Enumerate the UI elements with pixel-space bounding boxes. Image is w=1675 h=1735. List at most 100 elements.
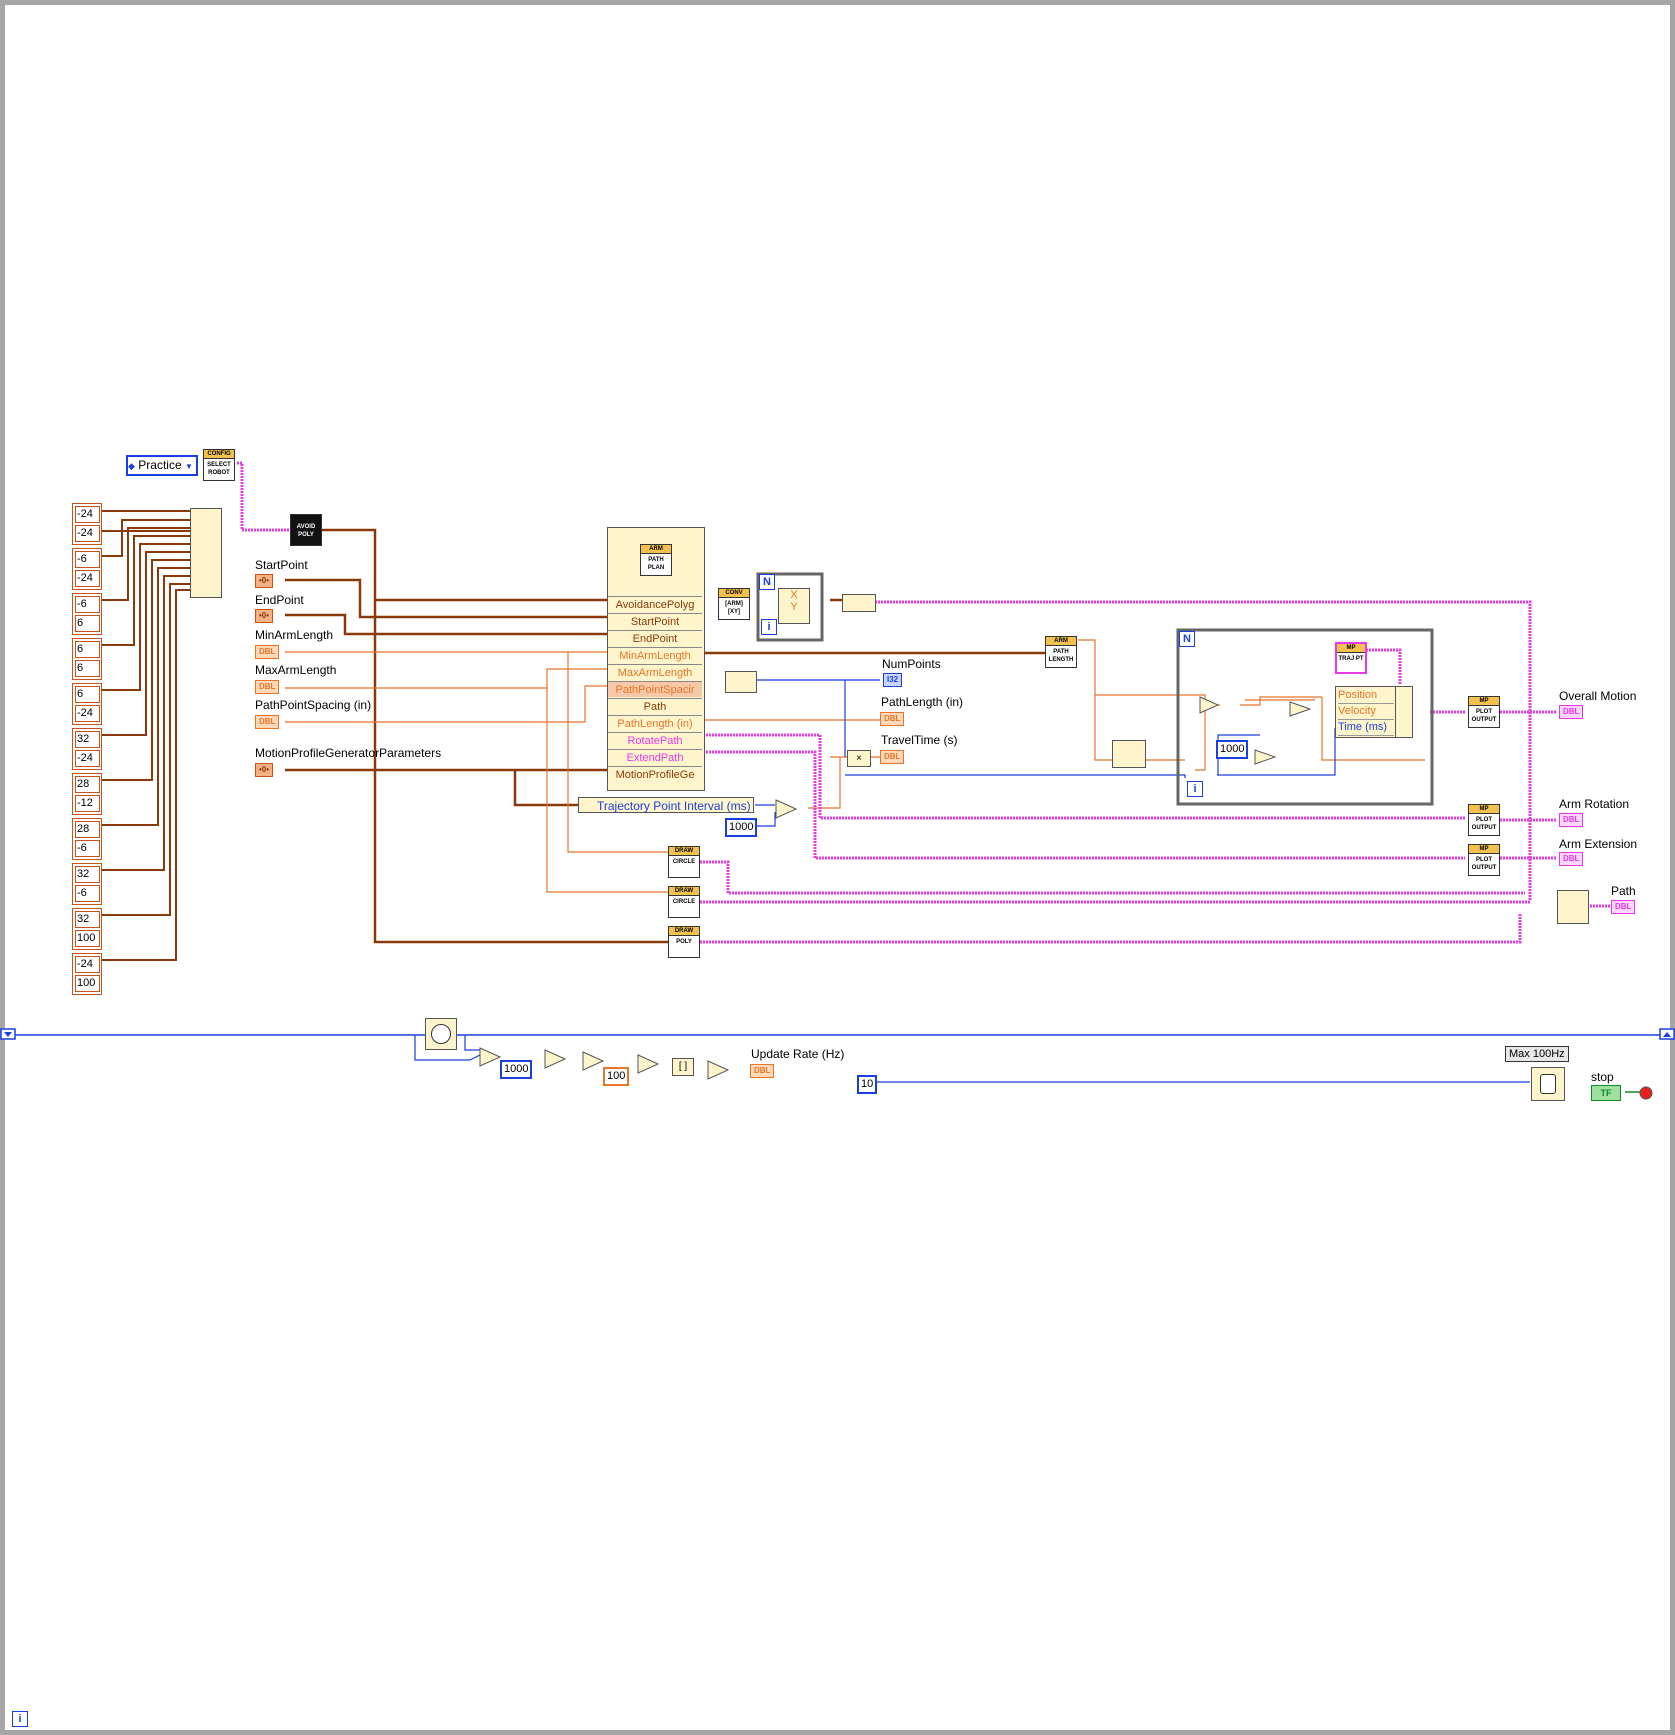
motion-profile-params-control[interactable]: •0•: [255, 763, 274, 777]
array-element[interactable]: -6: [75, 840, 100, 857]
array-size-node[interactable]: [725, 671, 757, 693]
wait-ms-node[interactable]: [1531, 1067, 1565, 1101]
build-cluster-node[interactable]: [842, 594, 876, 612]
traj-output-terminal[interactable]: Velocity: [1338, 703, 1394, 720]
path-plan-terminal[interactable]: PathLength (in): [608, 715, 702, 731]
path-point-spacing-control[interactable]: DBL: [255, 715, 280, 729]
conv-vi-body: [ARM] [XY]: [725, 601, 743, 615]
array-constant[interactable]: -24-24: [72, 503, 102, 545]
const-1000-loop[interactable]: 1000: [1216, 740, 1249, 759]
path-plan-terminal[interactable]: RotatePath: [608, 732, 702, 748]
plot-output-vi-rotation[interactable]: MP PLOT OUTPUT: [1468, 804, 1500, 836]
end-point-control[interactable]: •0•: [255, 609, 274, 623]
robot-select-ring[interactable]: ◆ Practice ▼: [126, 455, 198, 476]
array-element[interactable]: -24: [75, 506, 100, 523]
conv-arm-xy-vi[interactable]: CONV [ARM] [XY]: [718, 588, 750, 620]
array-element[interactable]: 32: [75, 866, 100, 883]
chevron-down-icon[interactable]: ▼: [184, 462, 193, 471]
array-constant[interactable]: 32-24: [72, 728, 102, 770]
path-plan-terminal[interactable]: EndPoint: [608, 630, 702, 646]
path-build-array-node[interactable]: [1557, 890, 1589, 924]
array-element[interactable]: 6: [75, 615, 100, 632]
stop-control[interactable]: TF: [1591, 1085, 1621, 1101]
plot-output-vi-overall[interactable]: MP PLOT OUTPUT: [1468, 696, 1500, 728]
array-element[interactable]: 100: [75, 975, 100, 992]
traj-output-terminal[interactable]: Time (ms): [1338, 719, 1394, 736]
path-plan-terminal[interactable]: Path: [608, 698, 702, 714]
array-element[interactable]: -24: [75, 705, 100, 722]
array-element[interactable]: 100: [75, 930, 100, 947]
array-element[interactable]: -24: [75, 570, 100, 587]
draw-poly-vi[interactable]: DRAW POLY: [668, 926, 700, 958]
path-plan-terminal[interactable]: MaxArmLength: [608, 664, 702, 680]
tick-count-node[interactable]: [425, 1018, 457, 1050]
const-100[interactable]: 100: [603, 1067, 630, 1086]
traj-bundle-node[interactable]: [1395, 686, 1413, 738]
plot-output-body: PLOT OUTPUT: [1471, 817, 1497, 831]
array-element[interactable]: 32: [75, 911, 100, 928]
array-element[interactable]: 28: [75, 776, 100, 793]
array-element[interactable]: 28: [75, 821, 100, 838]
motion-profile-params-label: MotionProfileGeneratorParameters: [255, 746, 442, 760]
ring-increment-icon[interactable]: ◆: [128, 461, 135, 471]
path-plan-terminal[interactable]: StartPoint: [608, 613, 702, 629]
array-constant[interactable]: 28-6: [72, 818, 102, 860]
traj-pt-vi[interactable]: MP TRAJ PT: [1335, 642, 1367, 674]
trajectory-interval-unbundle[interactable]: Trajectory Point Interval (ms): [578, 797, 754, 813]
for-loop-small[interactable]: [756, 572, 824, 642]
array-element[interactable]: 6: [75, 686, 100, 703]
array-element[interactable]: -6: [75, 596, 100, 613]
array-element[interactable]: 6: [75, 660, 100, 677]
array-element[interactable]: -24: [75, 956, 100, 973]
array-constant[interactable]: 28-12: [72, 773, 102, 815]
avoid-poly-label: AVOID POLY: [296, 524, 316, 538]
array-element[interactable]: -24: [75, 750, 100, 767]
draw-circle-body: CIRCLE: [672, 859, 696, 865]
max-arm-length-control[interactable]: DBL: [255, 680, 280, 694]
traj-output-terminal[interactable]: Position: [1338, 687, 1394, 704]
for-loop-right[interactable]: [1176, 628, 1434, 806]
draw-poly-body: POLY: [676, 939, 692, 945]
array-element[interactable]: -24: [75, 525, 100, 542]
index-array-node[interactable]: [1112, 740, 1146, 768]
multiply-node[interactable]: ×: [847, 750, 871, 767]
array-element[interactable]: -6: [75, 551, 100, 568]
path-plan-terminal[interactable]: PathPointSpacir: [608, 681, 702, 697]
stop-condition-icon[interactable]: [1639, 1086, 1653, 1100]
plot-output-header: MP: [1469, 697, 1499, 706]
build-array-node[interactable]: [190, 508, 222, 598]
plot-output-vi-extension[interactable]: MP PLOT OUTPUT: [1468, 844, 1500, 876]
path-plan-terminal[interactable]: ExtendPath: [608, 749, 702, 765]
xy-unbundle-node[interactable]: X Y: [778, 588, 810, 624]
draw-circle-vi-1[interactable]: DRAW CIRCLE: [668, 846, 700, 878]
avoid-poly-vi[interactable]: AVOID POLY: [290, 514, 322, 546]
array-element[interactable]: -12: [75, 795, 100, 812]
path-plan-terminal[interactable]: AvoidancePolyg: [608, 596, 702, 612]
config-select-robot-vi[interactable]: CONFIG SELECT ROBOT: [203, 449, 235, 481]
path-plan-terminal[interactable]: MinArmLength: [608, 647, 702, 663]
round-node[interactable]: [ ]: [672, 1058, 694, 1076]
array-element[interactable]: 6: [75, 641, 100, 658]
const-10[interactable]: 10: [857, 1075, 878, 1094]
start-point-control[interactable]: •0•: [255, 574, 274, 588]
array-element[interactable]: -6: [75, 885, 100, 902]
const-1000-rate[interactable]: 1000: [500, 1060, 533, 1079]
array-constant[interactable]: 6-24: [72, 683, 102, 725]
arm-path-length-vi[interactable]: ARM PATH LENGTH: [1045, 636, 1077, 668]
array-constant[interactable]: 32-6: [72, 863, 102, 905]
travel-time-indicator: DBL: [880, 750, 905, 764]
path-plan-vi-body: PATH PLAN: [647, 557, 665, 571]
const-1000-divisor[interactable]: 1000: [725, 818, 758, 837]
min-arm-length-control[interactable]: DBL: [255, 645, 280, 659]
array-element[interactable]: 32: [75, 731, 100, 748]
path-plan-terminal[interactable]: MotionProfileGe: [608, 766, 702, 782]
array-constant[interactable]: -6-24: [72, 548, 102, 590]
arm-extension-label: Arm Extension: [1559, 837, 1638, 851]
draw-circle-vi-2[interactable]: DRAW CIRCLE: [668, 886, 700, 918]
